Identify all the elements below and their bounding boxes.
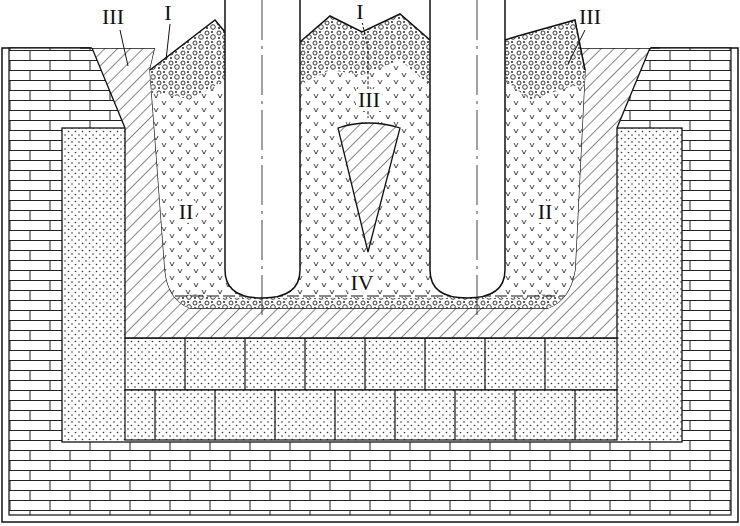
zone-label: I	[354, 1, 365, 23]
zone-label: II	[177, 201, 196, 223]
zone-label: III	[356, 89, 382, 111]
zone-label: II	[536, 201, 555, 223]
zone-label: III	[577, 6, 603, 28]
zone-label: IV	[348, 272, 375, 294]
zone-label: I	[162, 2, 173, 24]
zone-label: III	[100, 6, 126, 28]
